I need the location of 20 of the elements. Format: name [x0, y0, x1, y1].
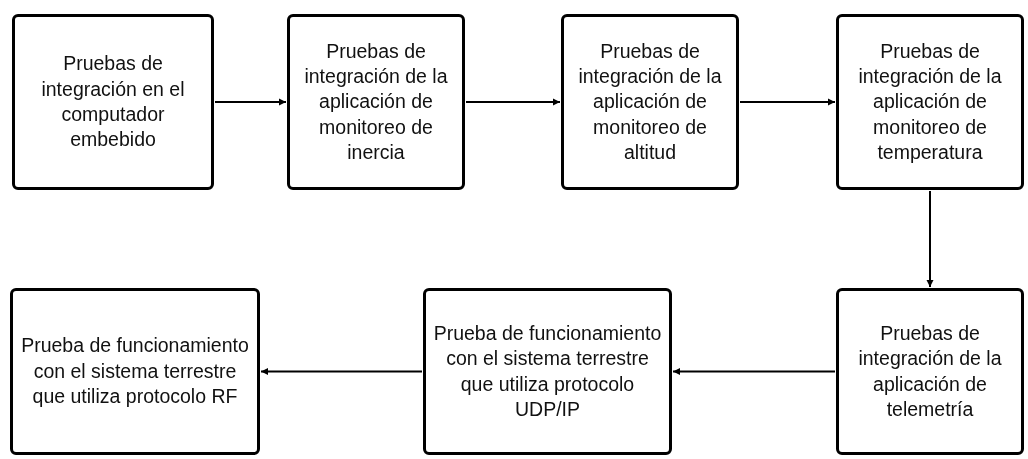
process-box	[10, 288, 260, 455]
box-text: Pruebas de integración de la aplicación de monitoreo de temperatura	[857, 38, 1003, 165]
arrow	[260, 368, 423, 375]
arrow	[214, 98, 287, 106]
box-text: Pruebas de integración de la aplicación de monitoreo de inercia	[303, 38, 449, 165]
box-text: Pruebas de integración de la aplicación de telemetría	[857, 320, 1003, 422]
arrow	[739, 98, 836, 106]
process-box	[836, 288, 1024, 455]
arrow	[465, 98, 561, 106]
box-text: Pruebas de integración en el computador embebido	[40, 51, 186, 153]
process-box	[561, 14, 739, 190]
box-text: Pruebas de integración de la aplicación de monitoreo de altitud	[577, 38, 723, 165]
box-text: Prueba de funcionamiento con el sistema terrestre que utiliza protocolo UDP/IP	[432, 320, 663, 422]
arrow	[672, 368, 836, 375]
arrow	[926, 190, 934, 288]
process-box	[836, 14, 1024, 190]
process-box	[12, 14, 214, 190]
process-box	[423, 288, 672, 455]
box-text: Prueba de funcionamiento con el sistema terrestre que utiliza protocolo RF	[20, 333, 250, 410]
process-box	[287, 14, 465, 190]
